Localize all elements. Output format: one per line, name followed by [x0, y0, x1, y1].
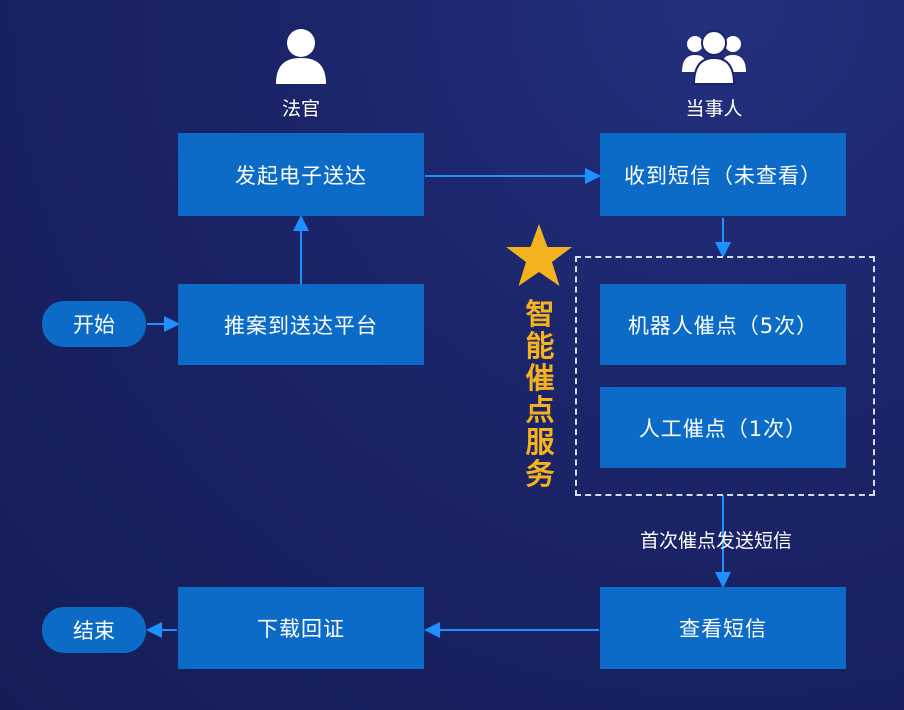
smart-service-char: 务 — [525, 457, 555, 491]
role-party: 当事人 — [670, 26, 758, 121]
group-icon — [682, 30, 746, 85]
smart-service-char: 服 — [525, 425, 555, 459]
role-judge-label: 法官 — [281, 98, 320, 120]
node-start: 开始 — [42, 301, 146, 347]
node-push: 推案到送达平台 — [178, 284, 424, 365]
role-judge: 法官 — [260, 26, 342, 121]
node-view-sms: 查看短信 — [600, 587, 846, 669]
node-initiate: 发起电子送达 — [178, 133, 424, 216]
node-robot-reminder: 机器人催点（5次） — [600, 284, 846, 365]
smart-service-title: 智 能 催 点 服 务 — [520, 298, 560, 490]
smart-service-char: 催 — [525, 361, 555, 395]
smart-service-char: 点 — [525, 393, 555, 427]
smart-service-char: 能 — [525, 329, 555, 363]
node-end: 结束 — [42, 607, 146, 653]
smart-service-group — [575, 256, 875, 496]
person-icon — [276, 29, 326, 84]
role-party-label: 当事人 — [685, 98, 743, 120]
node-download-receipt: 下载回证 — [178, 587, 424, 669]
star-icon — [506, 224, 572, 286]
edge-label-first-reminder: 首次催点发送短信 — [640, 530, 793, 552]
node-manual-reminder: 人工催点（1次） — [600, 387, 846, 468]
smart-service-char: 智 — [525, 297, 555, 331]
node-receive-sms: 收到短信（未查看） — [600, 133, 846, 216]
